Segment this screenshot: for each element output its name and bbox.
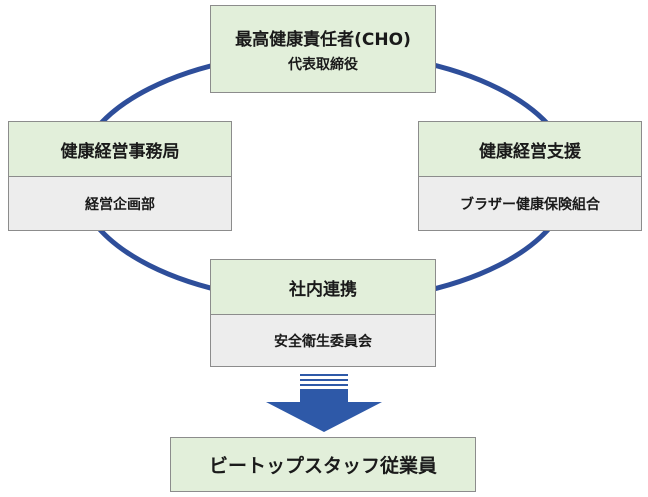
arrow-head xyxy=(266,389,382,432)
internal-collaboration-title: 社内連携 xyxy=(211,260,435,314)
health-office-member: 経営企画部 xyxy=(9,176,231,230)
arrow-stripe-1 xyxy=(300,374,348,376)
health-support-box: 健康経営支援 ブラザー健康保険組合 xyxy=(418,121,642,231)
arrow-stripe-2 xyxy=(300,379,348,381)
employees-label: ビートップスタッフ従業員 xyxy=(171,438,475,491)
health-office-title: 健康経営事務局 xyxy=(9,122,231,176)
cho-subtitle: 代表取締役 xyxy=(288,56,358,73)
health-support-title: 健康経営支援 xyxy=(419,122,641,176)
cho-title: 最高健康責任者(CHO) xyxy=(235,29,411,50)
internal-collaboration-box: 社内連携 安全衛生委員会 xyxy=(210,259,436,367)
arrow-stripe-3 xyxy=(300,384,348,386)
cho-box: 最高健康責任者(CHO) 代表取締役 xyxy=(210,5,436,93)
employees-box: ビートップスタッフ従業員 xyxy=(170,437,476,492)
health-office-box: 健康経営事務局 経営企画部 xyxy=(8,121,232,231)
cho-header: 最高健康責任者(CHO) 代表取締役 xyxy=(211,6,435,92)
health-support-member: ブラザー健康保険組合 xyxy=(419,176,641,230)
internal-collaboration-member: 安全衛生委員会 xyxy=(211,314,435,366)
